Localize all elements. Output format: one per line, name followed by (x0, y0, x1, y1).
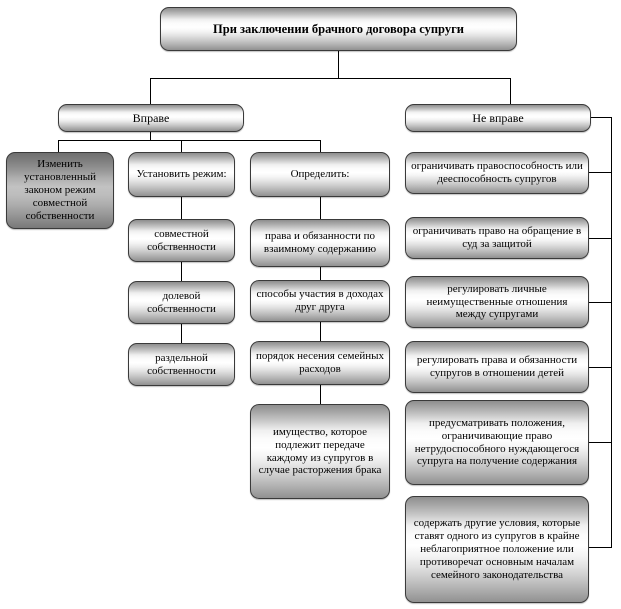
root-node[interactable]: При заключении брачного договора супруги (160, 7, 517, 51)
connector-right-stub-5 (588, 442, 612, 443)
node-establish-joint[interactable]: совместной собственности (128, 219, 235, 262)
connector-right-stub-6 (588, 547, 612, 548)
connector-entitled-to-establish (181, 140, 182, 153)
node-not-regulate-child-duties[interactable]: регулировать права и обязанности супруго… (405, 341, 589, 393)
node-not-unfavorable-conditions[interactable]: содержать другие условия, которые ставят… (405, 496, 589, 603)
connector-establish-3 (181, 323, 182, 344)
connector-establish-2 (181, 261, 182, 282)
connector-right-spine (611, 117, 612, 548)
connector-entitled-bar (58, 140, 321, 141)
node-define-property-transfer[interactable]: имущество, которое подлежит передаче каж… (250, 404, 390, 499)
node-define-income-participation[interactable]: способы участия в доходах друг друга (250, 280, 390, 322)
node-not-regulate-personal-relations[interactable]: регулировать личные неимущественные отно… (405, 276, 589, 328)
node-define[interactable]: Определить: (250, 152, 390, 197)
connector-not-entitled-stub (590, 117, 612, 118)
connector-define-3 (320, 321, 321, 342)
node-establish-separate[interactable]: раздельной собственности (128, 343, 235, 386)
connector-to-entitled (150, 78, 151, 104)
connector-entitled-to-define (320, 140, 321, 153)
connector-entitled-stem (150, 131, 151, 141)
connector-define-4 (320, 384, 321, 405)
node-define-rights-duties[interactable]: права и обязанности по взаимному содержа… (250, 219, 390, 267)
branch-entitled[interactable]: Вправе (58, 104, 244, 132)
connector-right-stub-3 (588, 302, 612, 303)
connector-top-bar (150, 78, 511, 79)
node-not-limit-support-right[interactable]: предусматривать положения, ограничивающи… (405, 400, 589, 485)
connector-define-2 (320, 266, 321, 281)
connector-entitled-to-change (58, 140, 59, 153)
connector-right-stub-2 (588, 238, 612, 239)
node-establish-shared[interactable]: долевой собственности (128, 281, 235, 324)
connector-define-1 (320, 197, 321, 220)
branch-not-entitled[interactable]: Не вправе (405, 104, 591, 132)
node-not-limit-court-access[interactable]: ограничивать право на обращение в суд за… (405, 217, 589, 259)
connector-root-stem (338, 50, 339, 78)
connector-establish-1 (181, 197, 182, 220)
node-establish-regime[interactable]: Установить режим: (128, 152, 235, 197)
connector-to-not-entitled (510, 78, 511, 104)
node-define-family-expenses[interactable]: порядок несения семейных расходов (250, 341, 390, 385)
connector-right-stub-1 (588, 172, 612, 173)
node-change-regime[interactable]: Изменить установленный законом режим сов… (6, 152, 114, 229)
node-not-limit-capacity[interactable]: ограничивать правоспособность или дееспо… (405, 152, 589, 194)
connector-right-stub-4 (588, 367, 612, 368)
